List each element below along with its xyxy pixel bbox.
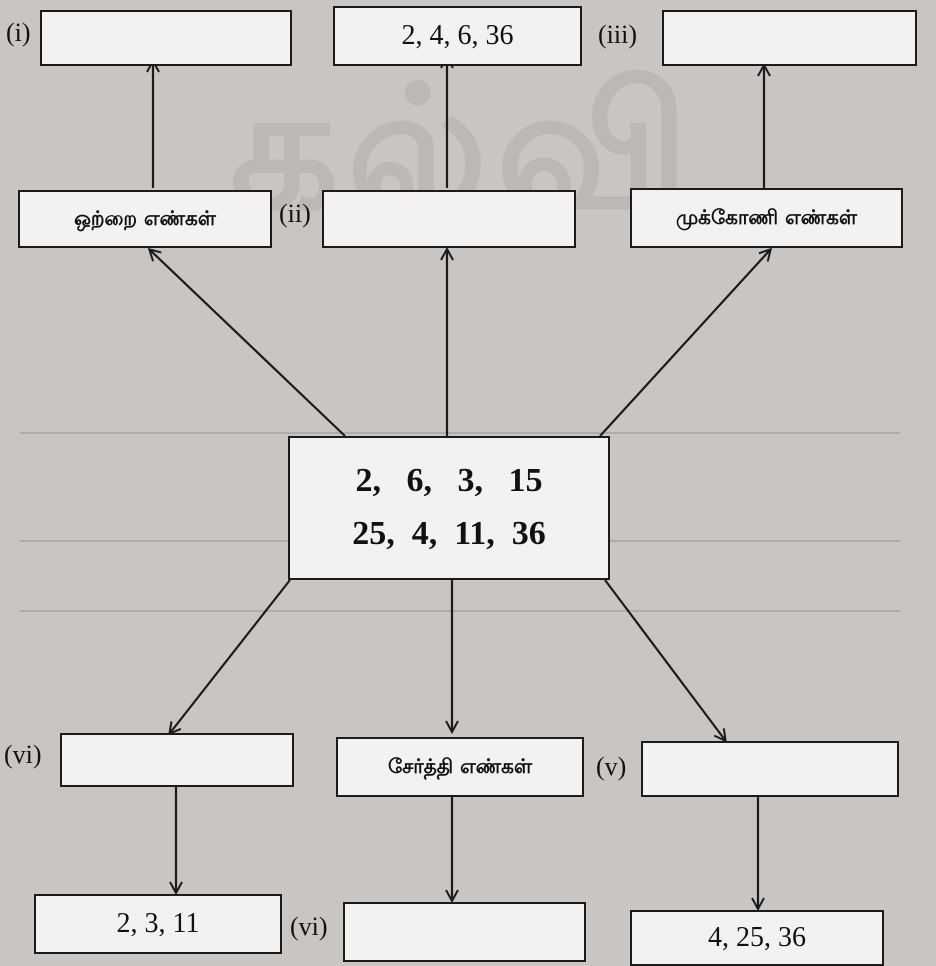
arrow-center-to-odd [150,250,346,437]
marker-vi-left: (vi) [4,740,42,769]
center-numbers-box: 2, 6, 3, 15 25, 4, 11, 36 [288,436,610,580]
center-line-1: 2, 6, 3, 15 [355,462,543,500]
marker-iii: (iii) [598,20,637,49]
arrow-center-to-triangular [599,250,770,437]
prime-numbers-box: 2, 3, 11 [34,894,282,954]
marker-v: (v) [596,752,627,781]
square-numbers-box: 4, 25, 36 [630,910,884,966]
arrow-center-to-vi-left [170,579,291,733]
answer-box-i[interactable] [40,10,292,66]
arrow-center-to-v [604,579,725,740]
answer-box-vi-mid[interactable] [343,902,586,962]
answer-box-ii[interactable] [322,190,576,248]
background-ruled-line [20,432,900,434]
composite-numbers-box: சேர்த்தி எண்கள் [336,737,584,797]
odd-numbers-box: ஒற்றை எண்கள் [18,190,272,248]
center-line-2: 25, 4, 11, 36 [352,515,546,552]
answer-box-iii[interactable] [662,10,917,66]
background-ruled-line [20,610,900,612]
marker-i: (i) [6,18,31,47]
answer-box-v[interactable] [641,741,899,797]
answer-box-vi-left[interactable] [60,733,294,787]
even-numbers-box: 2, 4, 6, 36 [333,6,582,66]
marker-vi-mid: (vi) [290,912,328,941]
triangular-numbers-box: முக்கோணி எண்கள் [630,188,903,248]
marker-ii: (ii) [279,199,311,228]
